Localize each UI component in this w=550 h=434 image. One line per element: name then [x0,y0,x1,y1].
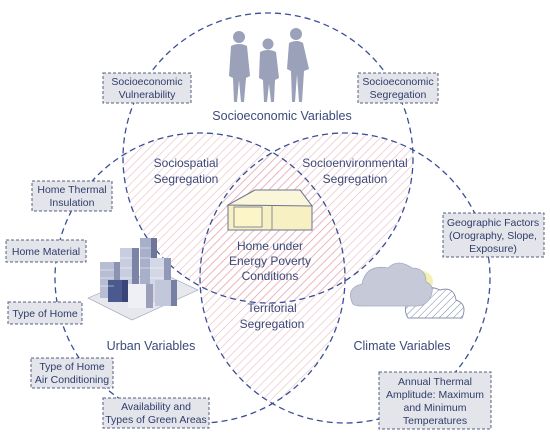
svg-text:Insulation: Insulation [50,197,95,209]
home-thermal-insulation-tag: Home Thermal Insulation [31,180,113,212]
svg-text:Availability and: Availability and [121,401,191,413]
sociospatial-segregation-label: Sociospatial Segregation [154,156,219,186]
svg-text:Amplitude: Maximum: Amplitude: Maximum [386,389,484,401]
svg-text:Type of Home: Type of Home [39,361,105,373]
buildings-icon [87,238,199,321]
home-energy-poverty-label: Home under Energy Poverty Conditions [229,239,311,283]
svg-text:Home under: Home under [237,239,303,253]
clouds-icon [349,262,465,319]
svg-text:Temperatures: Temperatures [403,415,467,427]
svg-text:and Minimum: and Minimum [403,402,466,414]
svg-text:Geographic Factors: Geographic Factors [447,217,539,229]
green-areas-tag: Availability and Types of Green Areas [102,397,210,429]
svg-text:Home Thermal: Home Thermal [37,184,106,196]
socioeconomic-circle [122,12,414,304]
socioeconomic-variables-label: Socioeconomic Variables [212,109,351,123]
urban-circle [54,132,346,424]
svg-text:Socioeconomic: Socioeconomic [362,76,433,88]
socioeconomic-segregation-tag: Socioeconomic Segregation [357,72,439,104]
svg-text:(Orography, Slope,: (Orography, Slope, [449,230,537,242]
svg-text:Types of Green Areas: Types of Green Areas [105,414,207,426]
svg-text:Vulnerability: Vulnerability [119,89,177,101]
svg-text:Segregation: Segregation [323,172,388,186]
socioenvironmental-segregation-label: Socioenvironmental Segregation [302,156,407,186]
people-icon [229,28,309,102]
home-material-tag: Home Material [5,239,87,263]
svg-text:Segregation: Segregation [240,317,305,331]
urban-variables-label: Urban Variables [107,339,196,353]
territorial-segregation-label: Territorial Segregation [240,301,305,331]
house-icon [226,189,314,231]
svg-text:Socioeconomic: Socioeconomic [111,76,182,88]
svg-text:Air Conditioning: Air Conditioning [35,374,109,386]
svg-text:Energy Poverty: Energy Poverty [229,254,311,268]
svg-text:Territorial: Territorial [247,301,296,315]
thermal-amplitude-tag: Annual Thermal Amplitude: Maximum and Mi… [378,371,492,430]
type-of-home-air-conditioning-tag: Type of Home Air Conditioning [30,357,114,389]
climate-variables-label: Climate Variables [353,339,450,353]
climate-circle [199,132,491,424]
svg-text:Home Material: Home Material [12,246,80,258]
svg-text:Sociospatial: Sociospatial [154,156,219,170]
svg-text:Segregation: Segregation [154,172,219,186]
geographic-factors-tag: Geographic Factors (Orography, Slope, Ex… [442,212,545,258]
svg-text:Socioenvironmental: Socioenvironmental [302,156,407,170]
svg-text:Conditions: Conditions [242,269,299,283]
svg-text:Segregation: Segregation [370,89,427,101]
type-of-home-tag: Type of Home [7,301,83,325]
svg-text:Exposure): Exposure) [469,243,517,255]
socioeconomic-vulnerability-tag: Socioeconomic Vulnerability [102,72,192,104]
svg-text:Annual Thermal: Annual Thermal [398,376,472,388]
svg-text:Type of Home: Type of Home [12,308,78,320]
